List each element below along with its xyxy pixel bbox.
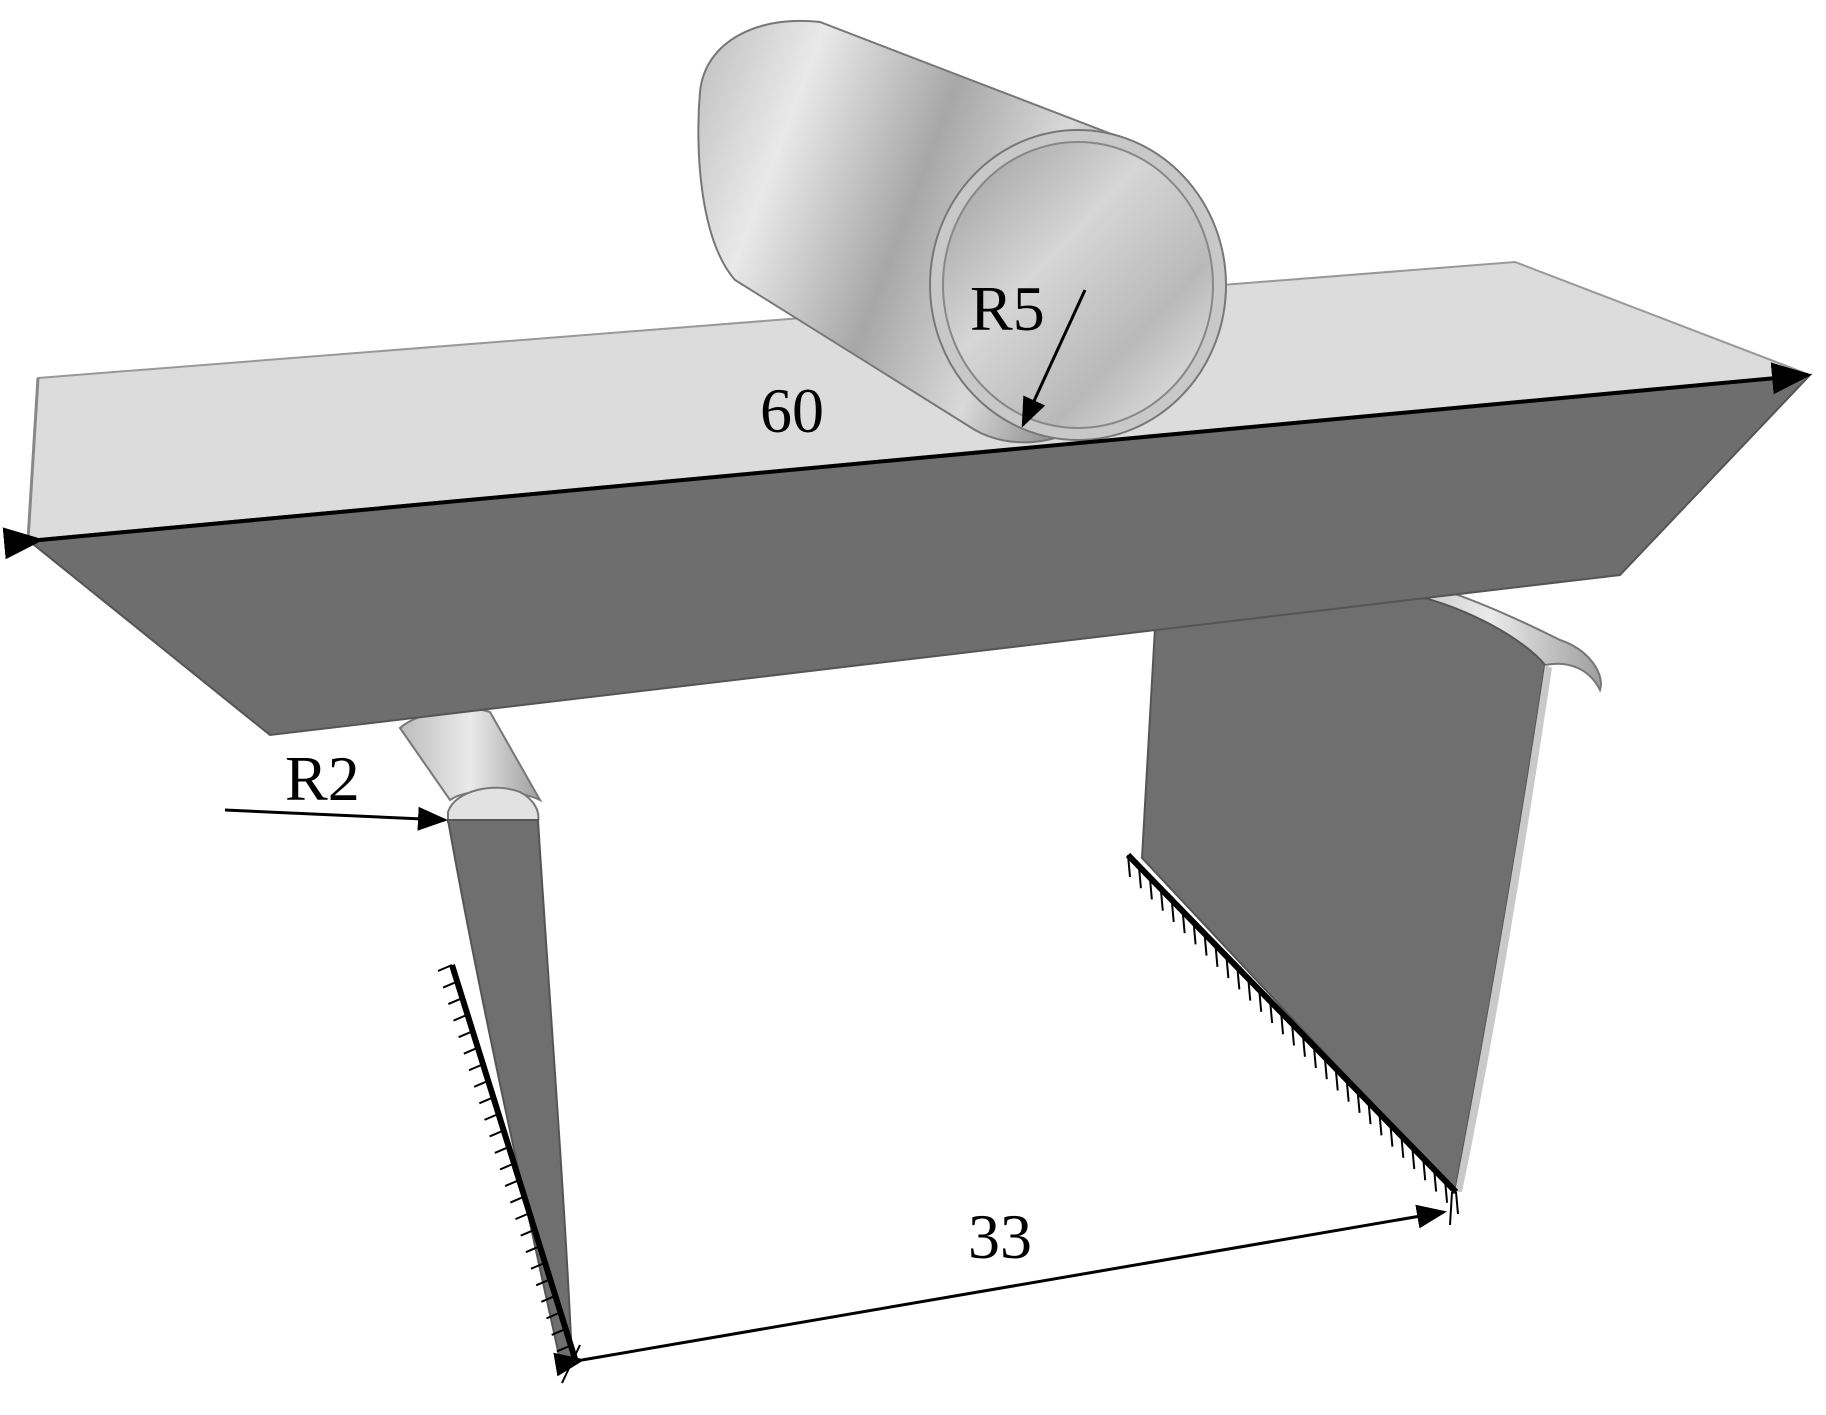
hatch-tick [1170,899,1175,923]
support-radius-label: R2 [285,743,360,814]
hatch-tick [530,1261,546,1270]
hatch-tick [458,1030,474,1039]
hatch-tick [509,1195,525,1204]
hatch-tick [1444,1180,1449,1203]
hatch-tick [1148,877,1153,900]
hatch-tick [1422,1158,1427,1181]
hatch-tick [489,1129,505,1138]
punch-radius-leader [1021,289,1087,428]
hatch-tick [1291,1023,1295,1046]
hatch-tick [1225,956,1230,979]
hatch-tick [1433,1169,1438,1192]
hatch-tick [463,1046,479,1055]
hatch-tick [515,1212,530,1221]
hatch-tick [535,1278,551,1287]
hatch-tick [525,1245,541,1254]
support-radius-leader [224,806,448,831]
beam-length-dimension-line [2,362,1812,560]
support-span-label: 33 [968,1201,1032,1272]
hatch-tick [1280,1012,1285,1035]
hatch-tick [504,1179,520,1187]
left-support [398,707,574,1363]
hatch-tick [1181,911,1186,934]
hatch-tick [447,997,463,1006]
hatch-tick [1455,1191,1459,1215]
hatch-tick [478,1096,494,1105]
hatch-tick [1137,866,1142,889]
punch-cylinder [697,19,1227,444]
hatch-tick [442,980,458,989]
hatch-tick [1411,1146,1416,1170]
support-span-extension-left [561,1344,581,1384]
right-support-plate [1140,588,1547,1195]
hatch-tick [520,1228,536,1237]
hatch-tick [1203,933,1208,956]
hatch-tick [1345,1079,1350,1102]
hatch-tick [473,1079,489,1088]
hatch-tick [1258,989,1263,1012]
hatch-tick [1269,1000,1274,1024]
right-support [1140,573,1602,1195]
hatch-tick [437,964,453,972]
hatch-tick [1323,1057,1328,1080]
hatch-tick [1389,1124,1394,1147]
hatch-tick [1247,978,1252,1001]
hatch-tick [1214,944,1219,967]
hatch-tick [1356,1090,1361,1113]
hatch-tick [484,1112,499,1121]
hatch-tick [1378,1113,1383,1136]
support-span-extension-right [1449,1191,1453,1226]
hatch-tick [1312,1045,1317,1069]
hatch-tick [1334,1068,1339,1091]
hatch-tick [1301,1034,1306,1057]
hatch-tick [1236,967,1241,990]
hatch-tick [1400,1135,1405,1158]
right-support-fixed-hatching [1125,852,1459,1215]
punch-radius-label: R5 [970,273,1045,344]
hatch-tick [1127,854,1131,878]
hatch-tick [453,1013,468,1022]
support-span-dimension-line [553,1204,1447,1377]
hatch-tick [468,1063,484,1072]
hatch-tick [1367,1102,1372,1125]
right-support-rounded-edge [1455,665,1552,1192]
left-support-rod [398,707,543,803]
beam-length-label: 60 [760,375,824,446]
left-support-cap [447,786,540,823]
hatch-tick [540,1294,556,1303]
hatch-tick [494,1146,510,1154]
hatch-tick [1192,922,1197,945]
hatch-tick [499,1162,515,1171]
hatch-tick [1159,888,1164,911]
